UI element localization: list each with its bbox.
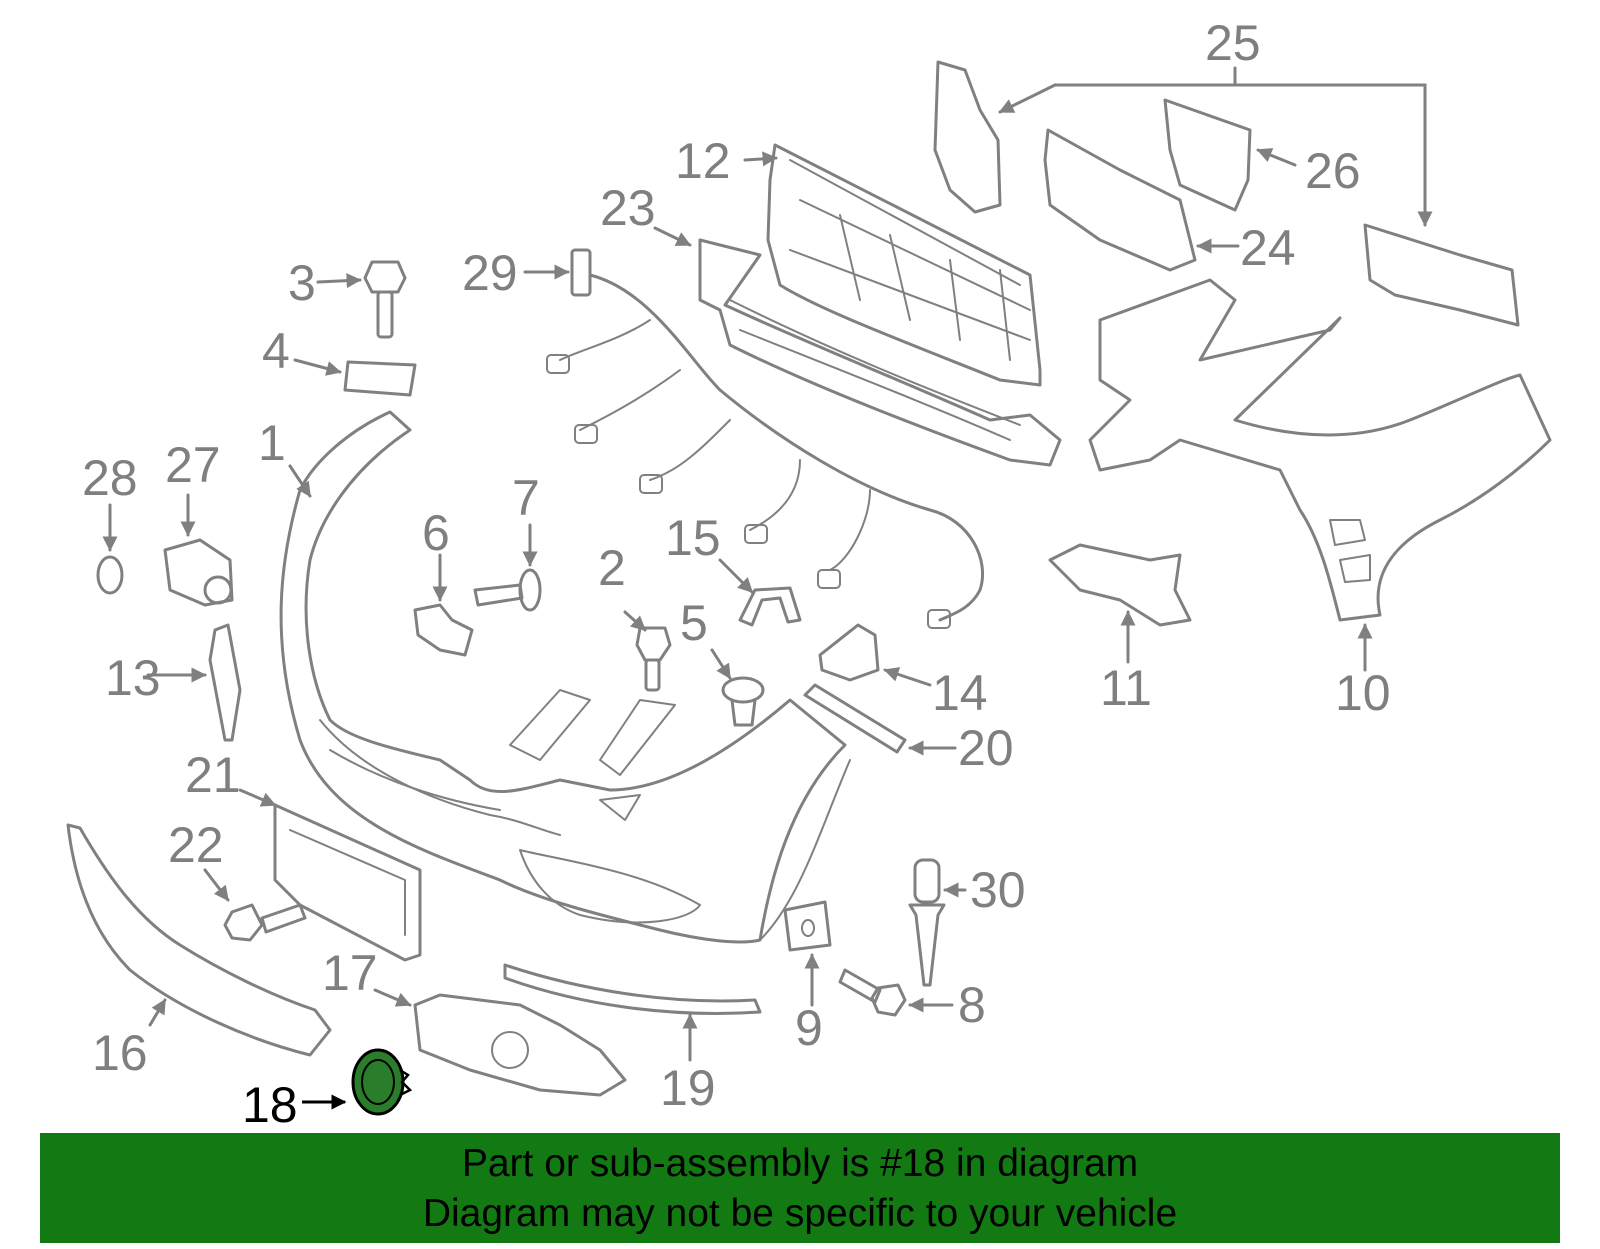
callout-13: 13 [105, 650, 161, 706]
info-banner: Part or sub-assembly is #18 in diagram D… [40, 1133, 1560, 1243]
callout-19: 19 [660, 1060, 716, 1116]
part-26-bracket [1163, 98, 1252, 212]
part-24-bracket [1043, 128, 1197, 272]
part-4-clip [343, 360, 417, 397]
banner-line-1: Part or sub-assembly is #18 in diagram [461, 1142, 1139, 1185]
part-18-highlighted[interactable] [351, 1048, 413, 1116]
part-12-absorber [766, 143, 1042, 387]
callout-25: 25 [1205, 15, 1261, 71]
part-28-ring [96, 555, 124, 595]
part-25-brackets [933, 60, 1520, 327]
leader-lines [102, 66, 1433, 1110]
callout-18[interactable]: 18 [242, 1077, 298, 1133]
part-5-clip [721, 676, 765, 727]
callout-17: 17 [322, 945, 378, 1001]
callout-30: 30 [970, 862, 1026, 918]
part-6-holder [413, 603, 474, 657]
part-16-grille [66, 823, 332, 1057]
part-30-sensor [908, 858, 946, 987]
callout-14: 14 [932, 665, 988, 721]
part-8-bolt [838, 968, 907, 1017]
callout-labels: 1 2 3 4 5 6 7 8 9 10 11 12 13 14 15 16 1… [82, 15, 1391, 1133]
callout-9: 9 [795, 1000, 823, 1056]
part-27-sensor [163, 538, 234, 607]
part-13-bracket [208, 623, 242, 742]
callout-20: 20 [958, 720, 1014, 776]
callout-2: 2 [598, 540, 626, 596]
callout-4: 4 [262, 323, 290, 379]
part-19-trim [503, 963, 762, 1015]
callout-22: 22 [168, 817, 224, 873]
part-21-plate-bracket [273, 803, 422, 962]
callout-5: 5 [680, 595, 708, 651]
part-1-bumper-cover [279, 410, 851, 944]
part-9-clip [783, 900, 832, 952]
part-10-carrier [1088, 278, 1552, 622]
callout-16: 16 [92, 1025, 148, 1081]
callout-27: 27 [165, 437, 221, 493]
callout-10: 10 [1335, 665, 1391, 721]
callout-29: 29 [462, 245, 518, 301]
part-23-reinforcement [698, 238, 1062, 467]
callout-7: 7 [512, 470, 540, 526]
callout-23: 23 [600, 180, 656, 236]
callout-15: 15 [665, 510, 721, 566]
part-20-strip [803, 683, 907, 754]
callout-24: 24 [1240, 220, 1296, 276]
callout-6: 6 [422, 505, 450, 561]
callout-28: 28 [82, 450, 138, 506]
part-29-wiring-harness [546, 248, 985, 629]
part-2-bolt [635, 626, 672, 692]
part-22-bolt [223, 903, 307, 942]
callout-21: 21 [185, 747, 241, 803]
callout-12: 12 [675, 133, 731, 189]
banner-line-2: Diagram may not be specific to your vehi… [422, 1192, 1178, 1235]
part-17-grille [413, 993, 627, 1097]
part-14-cover [818, 623, 880, 682]
callout-8: 8 [958, 977, 986, 1033]
part-11-bracket [1048, 543, 1192, 627]
part-7-bolt [473, 568, 542, 612]
part-3-bolt [363, 260, 407, 339]
callout-26: 26 [1305, 143, 1361, 199]
callout-3: 3 [288, 255, 316, 311]
callout-1: 1 [258, 415, 286, 471]
part-15-bracket [738, 586, 802, 627]
callout-11: 11 [1100, 660, 1152, 716]
